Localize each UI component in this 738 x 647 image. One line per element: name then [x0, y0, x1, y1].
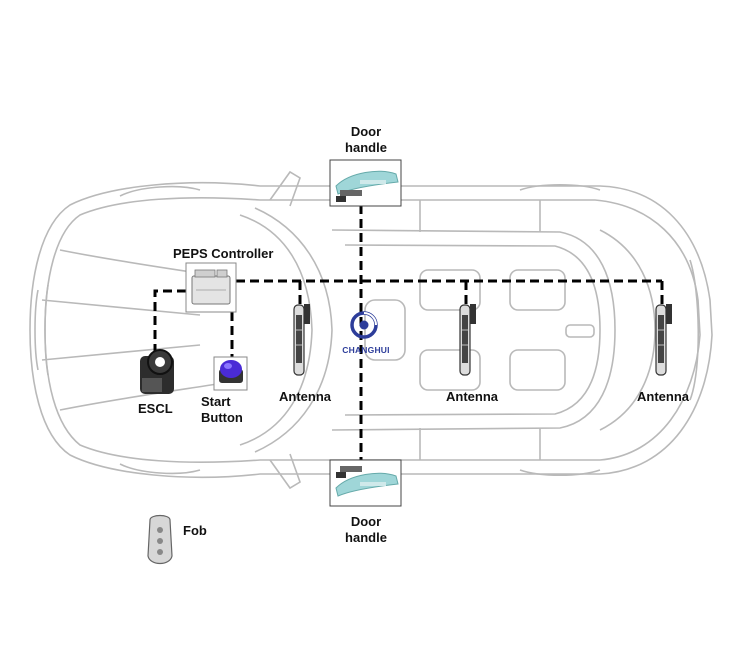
antenna-1-label: Antenna [279, 389, 331, 404]
door-handle-top-label: Door handle [336, 124, 396, 156]
escl-label: ESCL [138, 401, 173, 416]
door-handle-top-label-line2: handle [345, 140, 387, 155]
car-body [29, 170, 713, 490]
antenna-2-label: Antenna [446, 389, 498, 404]
door-handle-top-label-line1: Door [350, 124, 382, 139]
antenna-1-device [293, 304, 310, 376]
door-handle-bottom-label-line1: Door [350, 514, 382, 529]
antenna-3-label: Antenna [637, 389, 689, 404]
fob-label: Fob [183, 523, 207, 538]
escl-lock [140, 349, 174, 394]
peps-controller-module [185, 262, 237, 313]
door-handle-bottom-label-line2: handle [345, 530, 387, 545]
brand-label: CHANGHUI [342, 345, 390, 355]
door-handle-bottom-label: Door handle [336, 514, 396, 546]
peps-controller-label: PEPS Controller [173, 246, 274, 261]
antenna-2-device [459, 304, 476, 376]
changhui-logo-icon [350, 311, 378, 339]
wiring-harness [153, 205, 664, 462]
fob-device [147, 514, 173, 565]
antenna-3-device [655, 304, 672, 376]
start-button-label-line1: Start [201, 394, 231, 409]
start-button-label-line2: Button [201, 410, 243, 425]
door-handle-top-device [329, 159, 402, 207]
start-button-label: Start Button [201, 394, 243, 426]
start-button-device [213, 356, 248, 391]
door-handle-bottom-device [329, 459, 402, 507]
wire-to-escl [153, 289, 186, 355]
